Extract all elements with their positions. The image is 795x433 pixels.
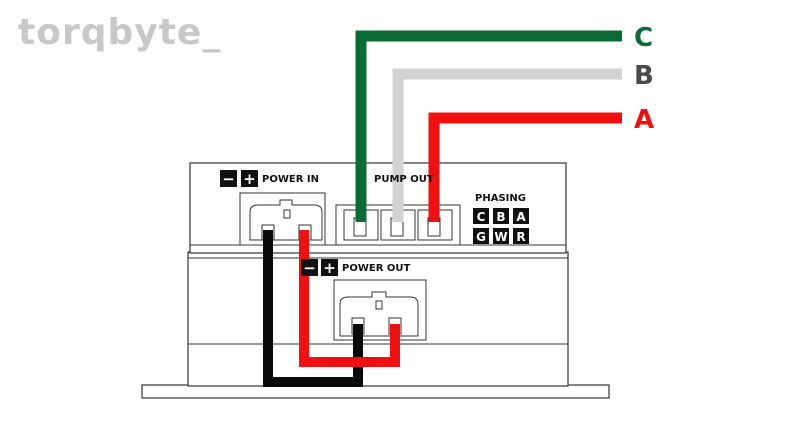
- power-in-connector: [239, 192, 326, 246]
- power-in-minus-symbol: −: [222, 170, 235, 188]
- phasing-row-1: C B A: [473, 208, 529, 224]
- wire-b: [392, 68, 622, 222]
- power-out-minus-symbol: −: [303, 259, 316, 277]
- wire-red: [299, 230, 400, 367]
- power-out-connector: [333, 279, 427, 341]
- power-out-polarity: − +: [301, 259, 338, 277]
- wire-black: [263, 230, 363, 387]
- power-in-plus-symbol: +: [243, 170, 256, 188]
- wire-a: [428, 112, 622, 222]
- wire-label-c: C: [634, 23, 653, 53]
- phasing-badge: A: [516, 210, 526, 224]
- power-in-polarity: − +: [220, 170, 258, 188]
- base-plate: [141, 384, 610, 399]
- brand-logo: torqbyte_: [18, 12, 222, 53]
- power-out-label: POWER OUT: [342, 263, 410, 274]
- pump-out-label: PUMP OUT: [374, 174, 434, 185]
- phasing-badge: R: [516, 230, 525, 244]
- phasing-title: PHASING: [475, 193, 526, 204]
- power-out-plus-symbol: +: [323, 259, 336, 277]
- wire-label-b: B: [634, 61, 654, 91]
- phasing-badge: C: [477, 210, 486, 224]
- wire-label-a: A: [634, 105, 654, 135]
- power-in-label: POWER IN: [262, 174, 319, 185]
- phasing-badge: G: [476, 230, 486, 244]
- wire-c: [355, 30, 622, 222]
- phasing-badge: B: [496, 210, 505, 224]
- phasing-row-2: G W R: [473, 228, 529, 244]
- phasing-badge: W: [494, 230, 507, 244]
